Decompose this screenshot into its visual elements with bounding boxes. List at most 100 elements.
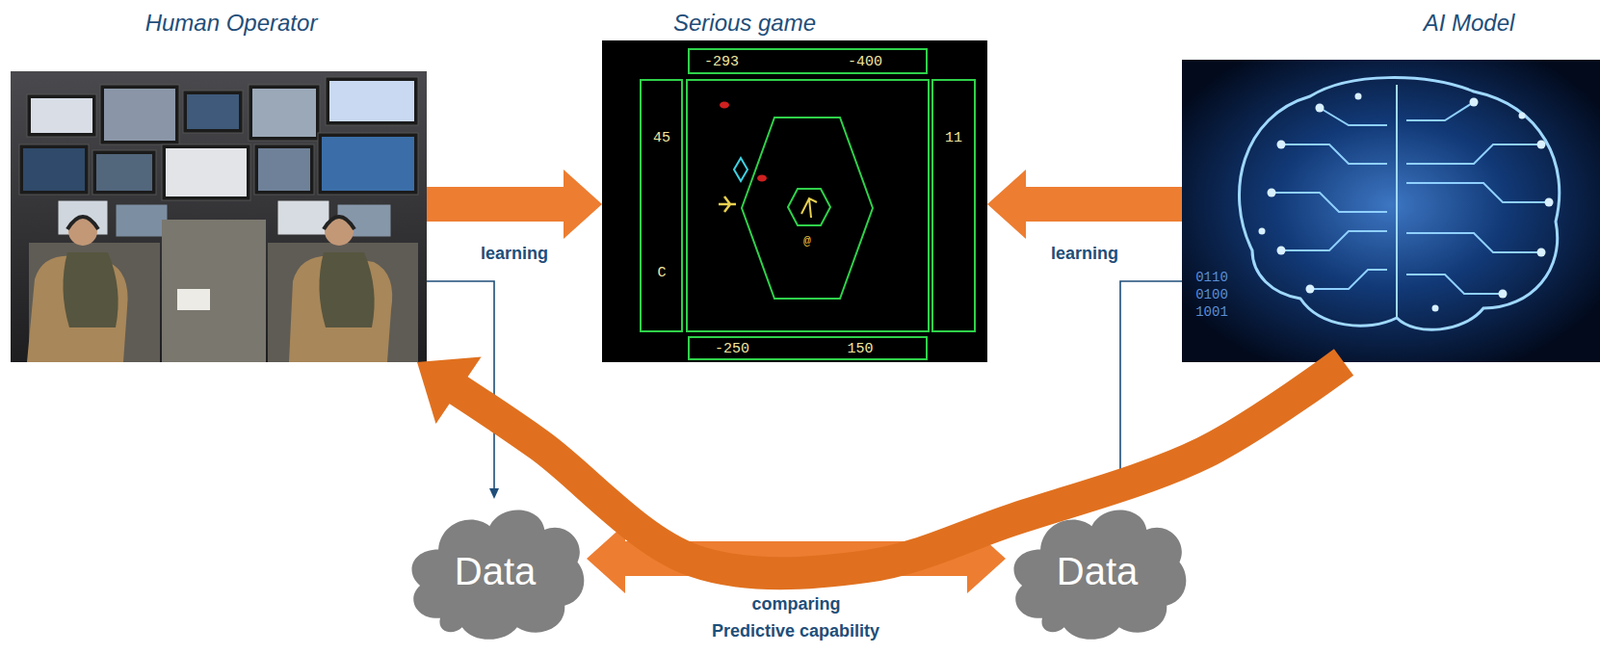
operator-head [68, 216, 98, 246]
screen [104, 88, 176, 141]
arrowhead [489, 488, 499, 499]
inner-hexagon [787, 188, 831, 226]
brain-background [1181, 59, 1600, 363]
monitor [19, 144, 89, 195]
play-area [686, 79, 929, 332]
circuit-line [1281, 144, 1388, 164]
circuit-node [1306, 285, 1315, 294]
learning-arrow [987, 169, 1182, 239]
score-value: -293 [704, 54, 739, 70]
arrowhead [417, 356, 482, 424]
top-bar [688, 49, 927, 74]
operator-body [62, 252, 118, 328]
mine [719, 102, 730, 109]
screen [165, 148, 247, 197]
screen [23, 148, 85, 191]
binary-digits: 0100 [1195, 288, 1229, 302]
circuit-node [1519, 112, 1526, 120]
bottom-bar [688, 337, 927, 360]
panel-title: Serious game [673, 9, 816, 37]
circuit-line [1281, 231, 1388, 251]
circuit-line [1395, 84, 1398, 318]
arrowhead [563, 169, 603, 239]
connector-line [426, 186, 565, 222]
monitor [183, 90, 243, 133]
circuit-node [1355, 93, 1363, 101]
edge-label: Predictive capability [708, 620, 883, 642]
monitor [317, 132, 419, 195]
circuit-node [1537, 248, 1547, 258]
data-cloud: Data [403, 498, 587, 644]
panel-title: Human Operator [145, 9, 318, 37]
edge-label: comparing [748, 593, 843, 615]
circuit-line [1406, 144, 1542, 164]
screen [258, 148, 311, 191]
operator-body [318, 252, 374, 328]
circuit-node [1277, 246, 1286, 256]
circuit-line [1319, 107, 1388, 126]
binary-digits: 0110 [1195, 270, 1229, 285]
right-panel [932, 79, 975, 332]
circuit-line [1406, 102, 1474, 121]
learning-arrow [426, 169, 603, 239]
circuit-line [1406, 183, 1549, 203]
panel-value: 45 [653, 131, 671, 146]
score-value: 150 [846, 341, 873, 357]
screen [329, 80, 415, 122]
fortress [801, 198, 817, 218]
brain-outline [1239, 78, 1560, 331]
telephone [177, 288, 210, 311]
mine [757, 175, 767, 183]
headset [323, 216, 355, 230]
circuit-node [1537, 140, 1547, 150]
circuit-node [1259, 228, 1266, 236]
connector-line [457, 362, 1344, 574]
panel-title: AI Model [1423, 9, 1516, 37]
circuit-line [1310, 269, 1388, 289]
circuit-line [1271, 192, 1388, 212]
headset [67, 216, 99, 230]
outer-hexagon [741, 117, 873, 299]
operator-panel: Human Operator [10, 5, 427, 363]
screen [321, 136, 415, 191]
monitor [161, 144, 251, 201]
monitor [325, 77, 419, 126]
cloud-label: Data [454, 550, 537, 594]
monitor [277, 200, 330, 236]
monitor [248, 84, 320, 141]
game-screenshot [602, 40, 988, 363]
operator-head [324, 216, 354, 246]
score-value: -400 [847, 54, 883, 70]
circuit-node [1267, 188, 1277, 198]
edge-label: learning [477, 242, 551, 264]
circuit-node [1277, 140, 1286, 150]
edge-label: learning [1048, 242, 1122, 264]
binary-digits: 1001 [1195, 305, 1229, 319]
game-symbol: @ [803, 235, 812, 248]
panel-value: 11 [944, 131, 963, 146]
room [10, 71, 427, 363]
circuit-node [1498, 289, 1508, 299]
game-screen [602, 40, 988, 363]
panel-value: C [656, 265, 666, 281]
circuit-line [1406, 233, 1542, 253]
ai-model-panel: AI Model [1181, 5, 1600, 363]
arrowhead [987, 169, 1026, 239]
bonus-diamond [734, 157, 748, 182]
data-cloud: Data [1005, 498, 1189, 644]
circuit-node [1469, 98, 1479, 107]
ai-brain-image [1181, 59, 1600, 363]
console [161, 219, 266, 363]
game-panel: Serious game [602, 5, 988, 363]
desk [267, 242, 419, 363]
screen [186, 94, 239, 130]
cloud-outline [1014, 510, 1187, 640]
circuit-node [1315, 104, 1325, 113]
screen [30, 98, 93, 133]
monitor [115, 204, 168, 237]
ship [718, 196, 736, 212]
